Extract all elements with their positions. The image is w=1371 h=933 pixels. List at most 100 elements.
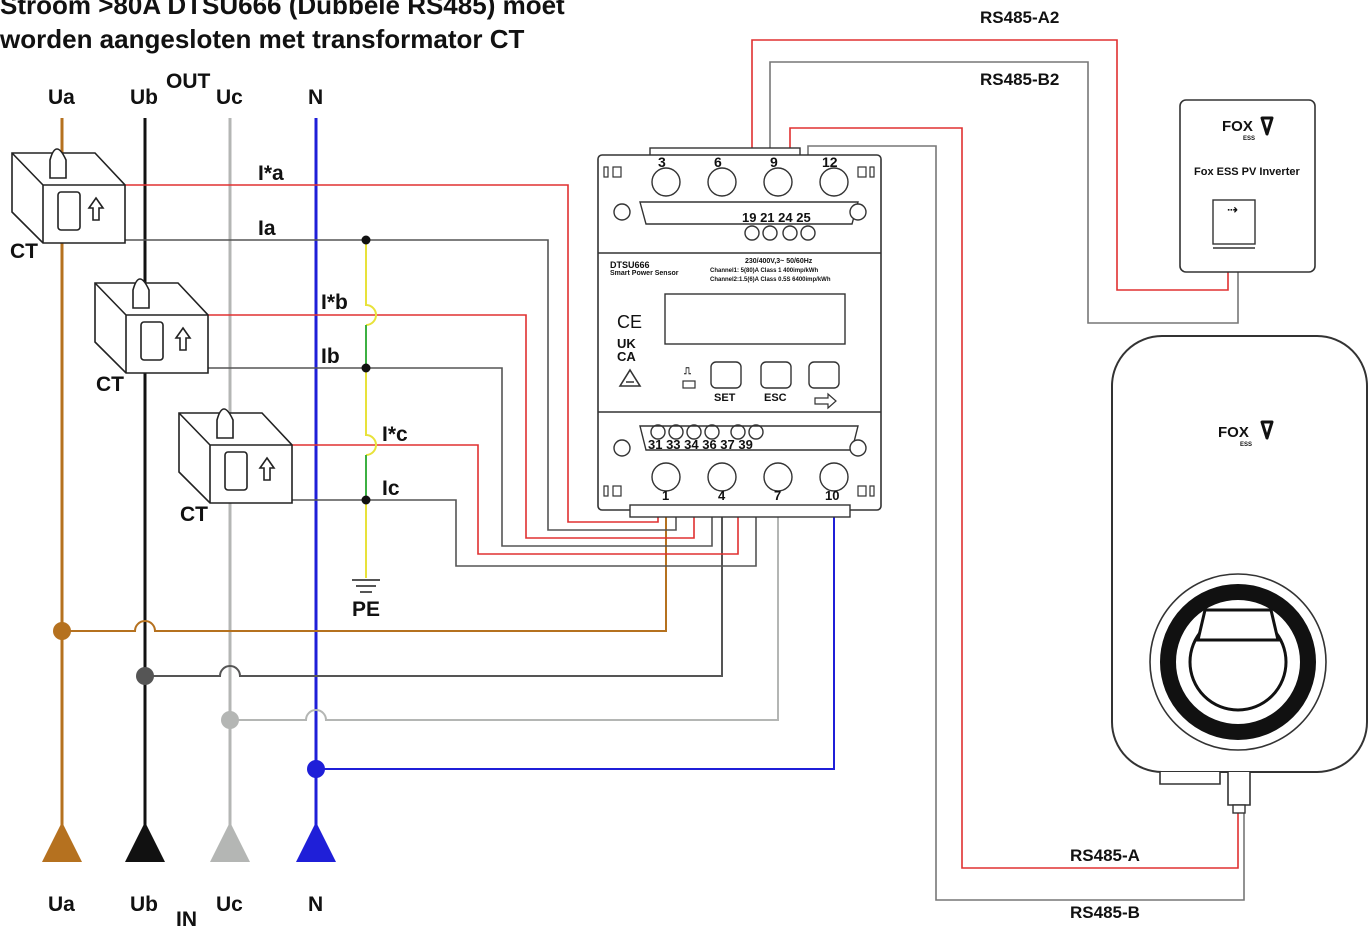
charger-brand: FOX bbox=[1218, 424, 1249, 441]
pe-segment-1 bbox=[365, 240, 377, 326]
ev-charger bbox=[1111, 335, 1368, 814]
charger-socket-ring bbox=[1160, 584, 1316, 740]
label-ia-star: I*a bbox=[258, 162, 284, 185]
ct-c-coil bbox=[224, 451, 248, 491]
meter-side-marks bbox=[603, 166, 875, 497]
inverter-name: Fox ESS PV Inverter bbox=[1194, 166, 1300, 178]
label-uc-bottom: Uc bbox=[216, 893, 243, 916]
top-screw-6 bbox=[707, 167, 737, 197]
bottom-terminal-7: 7 bbox=[774, 488, 782, 503]
title-line-1: Stroom >80A DTSU666 (Dubbele RS485) moet bbox=[0, 0, 565, 20]
label-ib-star: I*b bbox=[321, 291, 348, 314]
ct-b-arrow-icon bbox=[174, 326, 192, 351]
ct-a-coil bbox=[57, 191, 81, 231]
inverter-port-icon: ⇢ bbox=[1227, 202, 1238, 217]
bottom-terminal-1: 1 bbox=[662, 488, 670, 503]
label-rs485-a: RS485-A bbox=[1070, 846, 1140, 865]
ce-mark: CE bbox=[617, 312, 643, 332]
meter-spec-3: Channel2:1.5(6)A Class 0.5S 6400imp/kWh bbox=[710, 277, 831, 283]
ct-terminal-39 bbox=[748, 424, 764, 440]
set-button bbox=[710, 361, 742, 389]
ct-a-face bbox=[11, 152, 125, 243]
label-ic: Ic bbox=[382, 477, 400, 500]
charger-logo-icon bbox=[1260, 420, 1274, 440]
ukca-mark: UK CA bbox=[617, 337, 636, 363]
ua-junction bbox=[53, 622, 71, 640]
ct-terminal-31 bbox=[650, 424, 666, 440]
top-screw-12 bbox=[819, 167, 849, 197]
esc-label: ESC bbox=[764, 392, 787, 404]
label-ua-bottom: Ua bbox=[48, 893, 75, 916]
label-ia: Ia bbox=[258, 217, 276, 240]
label-uc-top: Uc bbox=[216, 86, 243, 109]
top-terminal-6: 6 bbox=[714, 154, 722, 170]
next-arrow-icon bbox=[814, 392, 837, 410]
dtsu666-meter bbox=[597, 147, 882, 518]
mount-hole-br bbox=[849, 439, 867, 457]
ukca-top: UK bbox=[617, 336, 636, 351]
bottom-screw-1 bbox=[651, 462, 681, 492]
label-out: OUT bbox=[166, 70, 211, 93]
pe-segment-3 bbox=[365, 368, 377, 456]
bottom-screw-10 bbox=[819, 462, 849, 492]
ct-a bbox=[11, 148, 126, 244]
supply-connections bbox=[53, 490, 835, 778]
pe-node-ia bbox=[361, 235, 371, 245]
diagram-title: Stroom >80A DTSU666 (Dubbele RS485) moet… bbox=[0, 0, 565, 56]
n-to-terminal-10 bbox=[316, 490, 835, 770]
rs485-a-wire bbox=[789, 127, 1239, 869]
inverter-logo-icon bbox=[1260, 116, 1274, 136]
ct-b bbox=[94, 278, 209, 374]
top-terminal-12: 12 bbox=[822, 154, 838, 170]
set-label: SET bbox=[714, 392, 736, 404]
title-line-2: worden aangesloten met transformator CT bbox=[0, 24, 525, 54]
rs485-a2-wire bbox=[751, 39, 1229, 291]
charger-socket-flap bbox=[1196, 608, 1280, 642]
ct-b-coil bbox=[140, 321, 164, 361]
label-n-top: N bbox=[308, 86, 324, 109]
pulse-icon: ⎍ bbox=[684, 366, 691, 377]
comm-terminal-25 bbox=[800, 225, 816, 241]
mount-hole-bl bbox=[613, 439, 631, 457]
next-button bbox=[808, 361, 840, 389]
ct-terminal-34 bbox=[686, 424, 702, 440]
charger-cable-gland bbox=[1159, 772, 1251, 806]
ct-a-clip bbox=[49, 148, 67, 179]
ua-arrow bbox=[42, 822, 82, 862]
comm-terminal-numbers: 19 21 24 25 bbox=[742, 210, 811, 225]
bottom-terminal-4: 4 bbox=[718, 488, 726, 503]
label-ic-star: I*c bbox=[382, 423, 408, 446]
ub-junction bbox=[136, 667, 154, 685]
ct-b-face bbox=[94, 282, 208, 373]
comm-terminal-24 bbox=[782, 225, 798, 241]
meter-spec-1: 230/400V,3~ 50/60Hz bbox=[745, 258, 813, 265]
charger-brand-sub: ESS bbox=[1240, 442, 1253, 448]
n-junction bbox=[307, 760, 325, 778]
mount-hole-tr bbox=[849, 203, 867, 221]
label-n-bottom: N bbox=[308, 893, 324, 916]
label-ub-top: Ub bbox=[130, 86, 158, 109]
pe-node-ic bbox=[361, 495, 371, 505]
top-terminal-3: 3 bbox=[658, 154, 666, 170]
charger-cable-tip bbox=[1232, 804, 1246, 814]
meter-subtitle: Smart Power Sensor bbox=[610, 270, 679, 277]
top-terminal-9: 9 bbox=[770, 154, 778, 170]
uc-junction bbox=[221, 711, 239, 729]
ub-to-terminal-4 bbox=[145, 490, 723, 677]
esc-button bbox=[760, 361, 792, 389]
pv-inverter bbox=[1179, 99, 1316, 273]
ct-a-arrow-icon bbox=[87, 196, 105, 221]
ct-b-label: CT bbox=[96, 373, 124, 396]
bottom-screw-7 bbox=[763, 462, 793, 492]
pulse-led bbox=[682, 380, 696, 389]
ct-c-arrow-icon bbox=[258, 456, 276, 481]
ct-terminal-36 bbox=[704, 424, 720, 440]
top-screw-3 bbox=[651, 167, 681, 197]
mount-hole-tl bbox=[613, 203, 631, 221]
ct-c-clip bbox=[216, 408, 234, 439]
ct-terminal-37 bbox=[730, 424, 746, 440]
pe-wire bbox=[352, 235, 380, 593]
inverter-port bbox=[1212, 199, 1256, 245]
